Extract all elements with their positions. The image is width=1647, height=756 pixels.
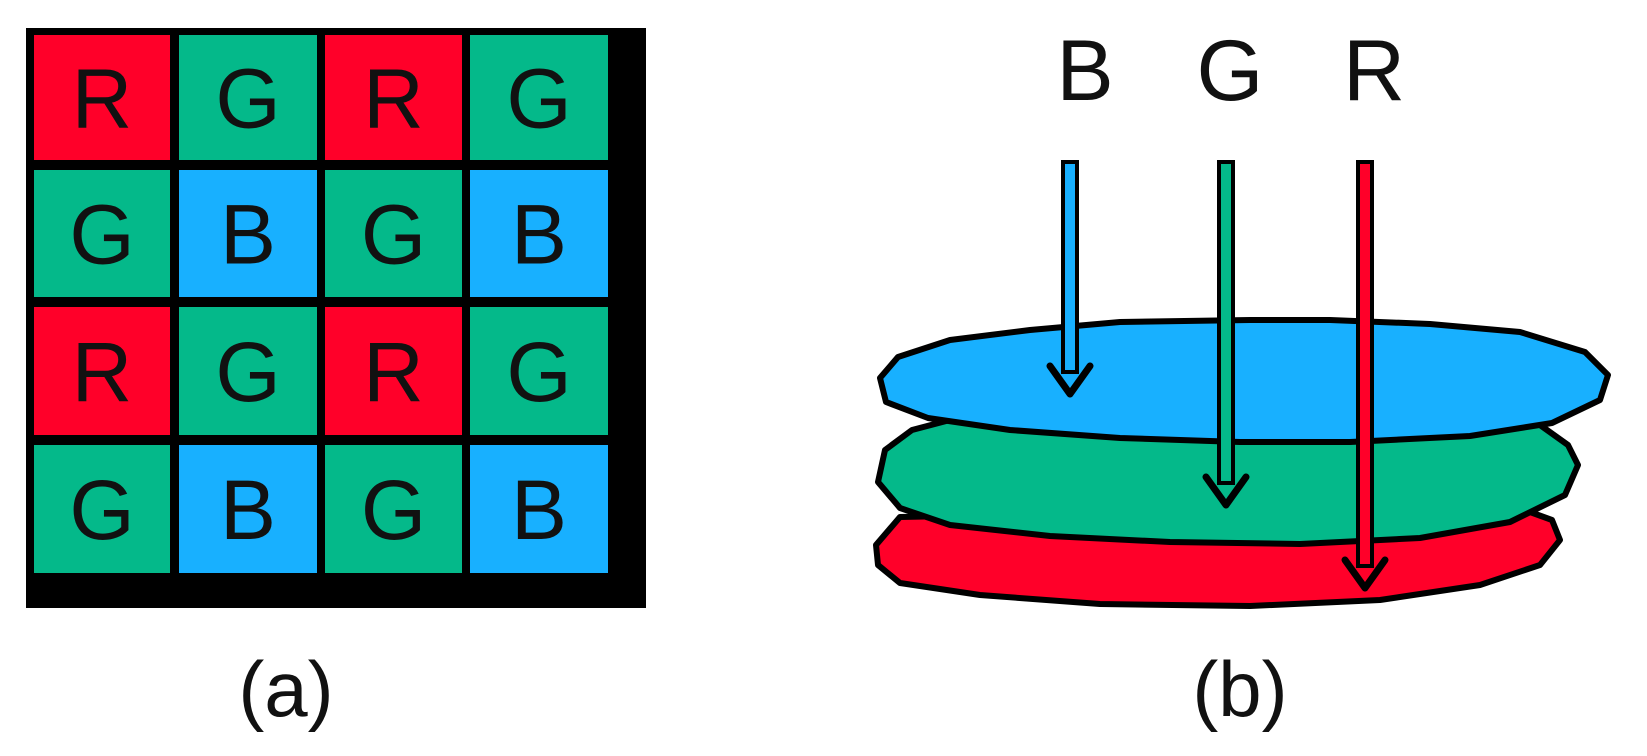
beam-label: B [1056,23,1113,119]
mosaic-cell [34,170,170,297]
mosaic-cell-letter: G [215,325,280,419]
mosaic-cell-letter: R [72,52,133,146]
mosaic-cell [34,35,170,160]
mosaic-cell [325,445,462,573]
mosaic-cell [325,35,462,160]
mosaic-cell-letter: R [72,325,133,419]
beam-shaft [1065,164,1075,370]
mosaic-cell [470,445,608,573]
mosaic-cell-letter: R [363,325,424,419]
beam-shaft [1221,164,1231,481]
mosaic-cell [325,307,462,435]
mosaic-cell-letter: G [69,463,134,557]
blue-sensor-layer [877,317,1611,445]
mosaic-cell-letter: B [511,188,567,282]
mosaic-cell-letter: G [361,463,426,557]
caption-b: (b) [1192,645,1287,733]
mosaic-cell [179,445,317,573]
beam-label: G [1197,23,1264,119]
mosaic-cell-letter: G [215,52,280,146]
mosaic-cell-letter: B [220,463,276,557]
mosaic-cell [34,307,170,435]
mosaic-cell [179,170,317,297]
mosaic-cell [325,170,462,297]
mosaic-cell [470,170,608,297]
beam-label: R [1343,23,1405,119]
mosaic-cell [470,307,608,435]
mosaic-cell-letter: G [361,188,426,282]
mosaic-cell-letter: G [506,52,571,146]
mosaic-cell-letter: G [69,188,134,282]
mosaic-cell-letter: G [506,325,571,419]
caption-a: (a) [238,645,333,733]
mosaic-cell-letter: R [363,52,424,146]
mosaic-cell-letter: B [220,188,276,282]
mosaic-cell [179,35,317,160]
mosaic-cell-letter: B [511,463,567,557]
beam-arrowhead [1202,473,1250,509]
mosaic-cell [179,307,317,435]
beam-arrowhead [1341,556,1389,592]
beam-shaft [1360,164,1370,564]
mosaic-cell [34,445,170,573]
beam-arrowhead [1046,362,1094,398]
mosaic-cell [470,35,608,160]
